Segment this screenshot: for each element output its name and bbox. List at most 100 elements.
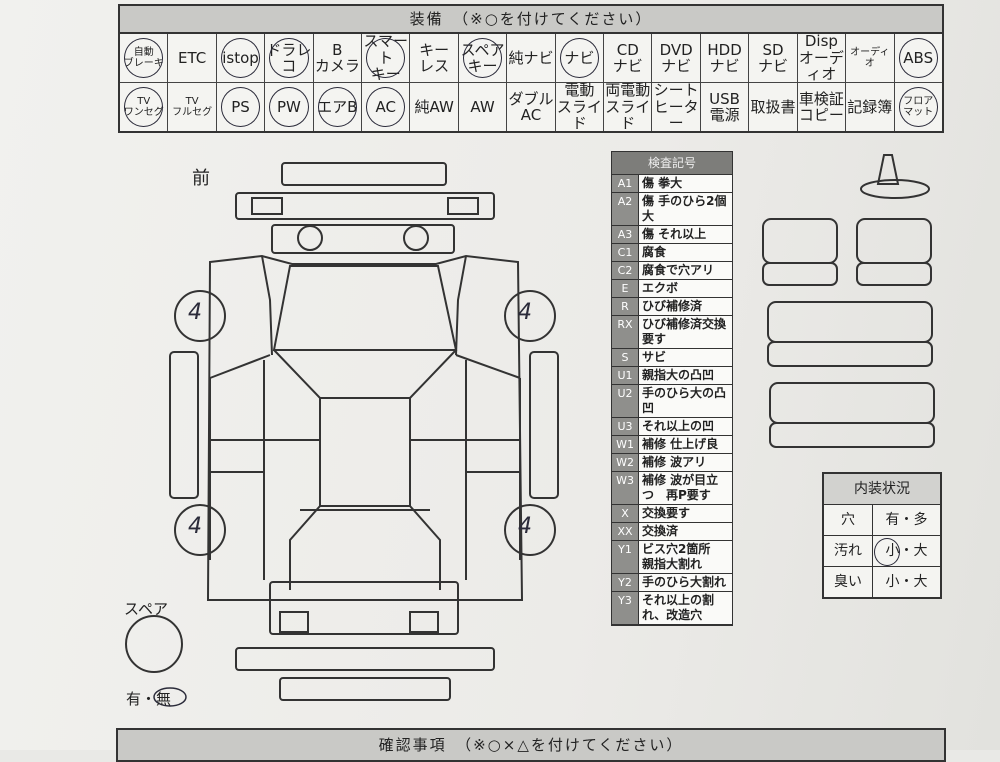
left-headlamp [297,225,323,251]
equipment-option[interactable]: スペア キー [459,34,508,82]
equipment-option[interactable]: USB 電源 [701,83,750,131]
equipment-option[interactable]: DVD ナビ [652,34,701,82]
front-left-tire [174,290,226,342]
equipment-option[interactable]: PS [217,83,266,131]
interior-key: 臭い [824,567,873,597]
equipment-option[interactable]: HDD ナビ [701,34,750,82]
grille [271,224,455,254]
legend-code: XX [617,525,633,538]
legend-code: Y2 [618,576,632,589]
rear-panel [269,581,459,635]
legend-code: X [621,507,629,520]
legend-text: 手のひら大の凸凹 [638,385,732,417]
equipment-option[interactable]: 電動 スライド [556,82,605,132]
equipment-option[interactable]: CD ナビ [604,34,653,82]
equipment-option[interactable]: ナビ [556,34,605,82]
interior-key: 穴 [824,505,873,535]
interior-key: 汚れ [824,536,873,566]
legend-code: C1 [617,246,633,259]
equipment-option[interactable]: Disp オーディオ [798,33,847,83]
equipment-option[interactable]: 自動 ブレーキ [120,34,169,82]
interior-value: 小・大 [885,574,928,590]
steering-icon [876,154,900,185]
equipment-option[interactable]: AC [362,83,411,131]
spare-no-mark [153,687,187,707]
rear-bumper [235,647,495,671]
legend-title: 検査記号 [612,152,732,175]
equipment-option[interactable]: 取扱書 [749,83,798,131]
equipment-option[interactable]: 純AW [410,83,459,131]
front-seat-right [856,218,932,264]
interior-condition-table: 内装状況 穴 有・多 汚れ 小・大 臭い 小・大 [822,472,942,599]
confirm-title: 確認事項 （※○×△を付けてください） [116,728,946,762]
equipment-option[interactable]: オーディオ [846,34,895,82]
legend-code: W1 [616,438,634,451]
legend-row: W1 補修 仕上げ良 [612,436,732,454]
legend-text: 傷 それ以上 [638,226,732,243]
legend-text: それ以上の割れ、改造穴 [638,592,732,624]
front-seat-left [762,218,838,264]
spare-no: 無 [156,690,172,708]
equipment-option[interactable]: TV ワンセグ [120,83,169,131]
equipment-option[interactable]: 記録簿 [846,83,895,131]
dirt-small-mark [874,538,900,566]
equipment-option[interactable]: フロア マット [895,83,942,131]
legend-row: XX 交換済 [612,523,732,541]
front-right-tire-mark: 4 [518,300,532,325]
legend-text: 腐食で穴アリ [638,262,732,279]
equipment-option[interactable]: ダブル AC [507,83,556,131]
front-bumper-top [281,162,447,186]
spare-label: スペア [124,600,168,618]
legend-text: 交換済 [638,523,732,540]
legend-text: 補修 仕上げ良 [638,436,732,453]
equipment-option[interactable]: SD ナビ [749,34,798,82]
rear-bumper-bottom [279,677,451,701]
legend-code: Y3 [618,594,632,607]
body-outline [206,254,524,601]
equipment-option[interactable]: ETC [168,34,217,82]
equipment-option[interactable]: TV フルセグ [168,83,217,131]
equipment-option[interactable]: 車検証 コピー [798,83,847,131]
equipment-option[interactable]: シート ヒーター [652,82,701,132]
legend-code: C2 [617,264,633,277]
equipment-option[interactable]: PW [265,83,314,131]
equipment-option[interactable]: ドラレ コ [265,34,314,82]
equipment-option[interactable]: エアB [314,83,363,131]
interior-value: 有・多 [885,512,928,528]
right-headlamp [403,225,429,251]
legend-row: C2 腐食で穴アリ [612,262,732,280]
legend-text: サビ [638,349,732,366]
equipment-option[interactable]: AW [459,83,508,131]
rear-right-tire-mark: 4 [518,514,532,539]
equipment-option[interactable]: 両電動 スライド [604,82,653,132]
left-side-skirt [169,351,199,499]
equipment-option[interactable]: istop [217,34,266,82]
equipment-option[interactable]: B カメラ [314,34,363,82]
interior-row: 穴 有・多 [824,505,940,536]
rear-seat-2 [767,301,933,343]
legend-text: ひび補修済 [638,298,732,315]
equipment-option[interactable]: スマート キー [362,33,411,83]
legend-code: W2 [616,456,634,469]
equipment-option[interactable]: ABS [895,34,942,82]
equipment-option[interactable]: キー レス [410,34,459,82]
equipment-option[interactable]: 純ナビ [507,34,556,82]
interior-row: 臭い 小・大 [824,567,940,597]
legend-text: ビス穴2箇所 親指大割れ [638,541,732,573]
legend-text: ひび補修済交換要す [638,316,732,348]
legend-text: 親指大の凸凹 [638,367,732,384]
